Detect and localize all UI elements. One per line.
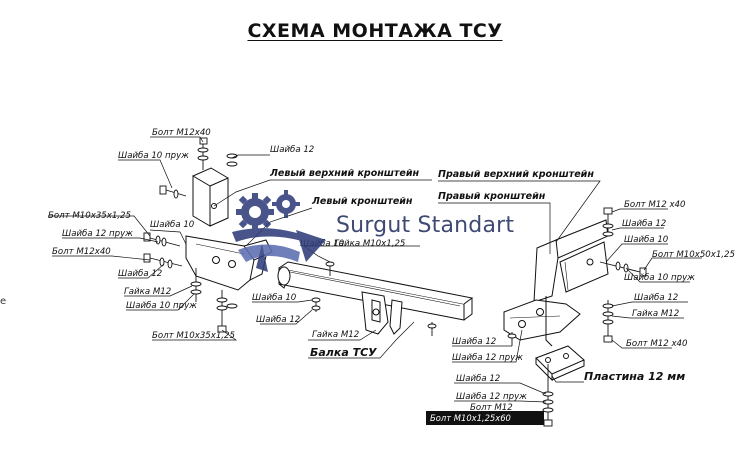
leader-lines [48, 136, 702, 403]
label-left-upper-bracket: Левый верхний кронштейн [269, 168, 420, 179]
plate-12mm [535, 345, 585, 382]
label-washer-10-mid: Шайба 10 [300, 239, 345, 249]
page-title-text: СХЕМА МОНТАЖА ТСУ [247, 20, 503, 42]
label-washer-10-spring-left: Шайба 10 пруж [126, 301, 197, 311]
label-washer-10-low: Шайба 10 [252, 293, 297, 303]
label-washer-12-right-top: Шайба 12 [622, 219, 666, 229]
label-nut-m12-right: Гайка М12 [632, 309, 679, 319]
watermark-text: Surgut Standart [336, 213, 515, 238]
label-washer-10-spring-tl: Шайба 10 пруж [118, 151, 189, 161]
watermark-logo [232, 190, 326, 272]
right-bracket-assembly [503, 219, 609, 347]
page-title: СХЕМА МОНТАЖА ТСУ [0, 20, 750, 42]
label-nut-m10-mid: Гайка М10х1,25 [334, 239, 405, 249]
label-bolt-m10-bottom-bg [426, 411, 544, 425]
label-washer-10-left: Шайба 10 [150, 220, 195, 230]
label-washer-12-low: Шайба 12 [256, 315, 300, 325]
label-washer-12-spring-left: Шайба 12 пруж [62, 229, 133, 239]
label-washer-12-spring-bottom: Шайба 12 пруж [456, 392, 527, 402]
fasteners [143, 137, 647, 427]
label-bolt-m12-right-bottom: Болт М12 х40 [626, 339, 688, 349]
label-left-bracket: Левый кронштейн [311, 196, 413, 207]
label-washer-12-center: Шайба 12 [452, 337, 496, 347]
label-washer-10-right: Шайба 10 [624, 235, 669, 245]
label-washer-12-bottom: Шайба 12 [456, 374, 500, 384]
label-nut-m12-left: Гайка М12 [124, 287, 171, 297]
label-nut-m12-low: Гайка М12 [312, 330, 359, 340]
stray-text: e [0, 296, 7, 307]
gear-icon [236, 190, 300, 231]
label-bolt-m12x40-top: Болт М12х40 [152, 128, 211, 138]
label-plate: Пластина 12 мм [584, 370, 685, 383]
callout-labels: Болт М12х40 Шайба 10 пруж Шайба 12 Болт … [48, 128, 735, 425]
label-bolt-m10x35-top: Болт М10х35х1,25 [48, 211, 131, 221]
label-washer-12-left: Шайба 12 [118, 269, 162, 279]
label-bolt-m12x40-left: Болт М12х40 [52, 247, 111, 257]
label-beam: Балка ТСУ [310, 346, 377, 359]
label-bolt-m10x35-bottom: Болт М10х35х1,25 [152, 331, 235, 341]
label-washer-12-right: Шайба 12 [634, 293, 678, 303]
label-bolt-m12-bottom: Болт М12 [470, 403, 513, 413]
label-bolt-m10x50: Болт М10х50х1,25 [652, 250, 735, 260]
label-washer-12-tl: Шайба 12 [270, 145, 314, 155]
ball-mount [361, 291, 403, 335]
label-washer-10-spring-right: Шайба 10 пруж [624, 273, 695, 283]
label-washer-12-spring-center: Шайба 12 пруж [452, 353, 523, 363]
label-bolt-m10-bottom: Болт М10х1,25х60 [430, 413, 511, 423]
left-bracket-assembly [185, 167, 273, 291]
label-right-upper-bracket: Правый верхний кронштейн [438, 169, 594, 180]
label-right-bracket: Правый кронштейн [438, 191, 546, 202]
label-bolt-m12-right-top: Болт М12 х40 [624, 200, 686, 210]
